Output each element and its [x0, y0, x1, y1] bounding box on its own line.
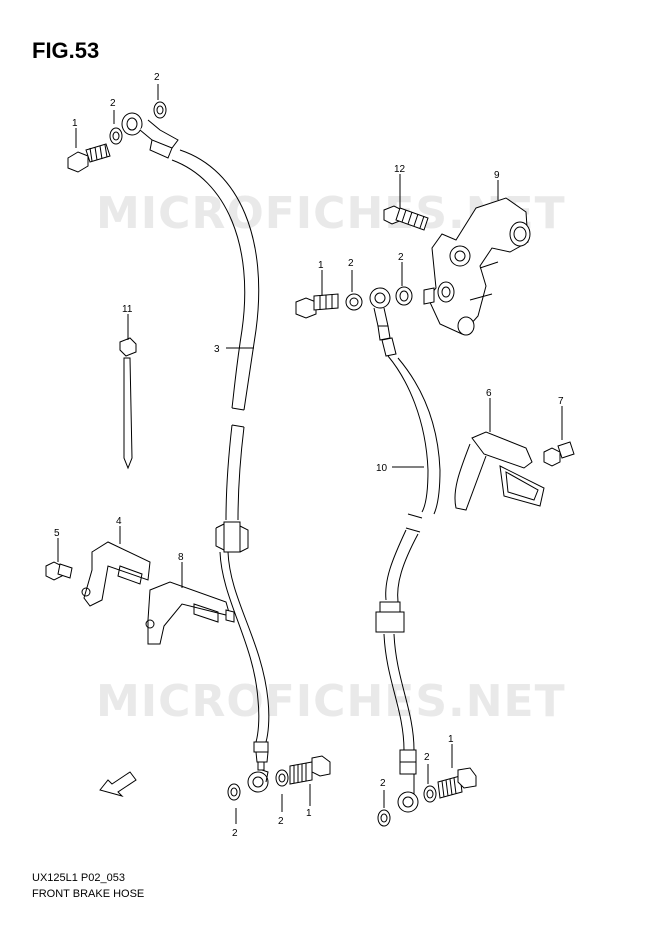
callout-2: 2 [348, 258, 354, 269]
washer-lower-right-1[interactable] [377, 809, 391, 827]
callout-3: 3 [214, 344, 220, 355]
callout-2: 2 [154, 72, 160, 83]
cable-tie-11[interactable] [119, 337, 137, 470]
banjo-bolt-middle[interactable] [295, 293, 339, 319]
banjo-bolt-top[interactable] [67, 143, 111, 173]
banjo-fitting-upper [121, 112, 179, 159]
bolt-5[interactable] [45, 561, 73, 581]
bolt-7[interactable] [543, 441, 575, 467]
callout-1: 1 [448, 734, 454, 745]
bracket-8[interactable] [145, 581, 235, 645]
watermark-bottom: MICROFICHES.NET [96, 676, 566, 727]
washer-middle-1[interactable] [345, 293, 363, 311]
banjo-fitting-lower-left [247, 769, 269, 793]
callout-9: 9 [494, 170, 500, 181]
callout-12: 12 [394, 164, 406, 175]
callout-8: 8 [178, 552, 184, 563]
callout-6: 6 [486, 388, 492, 399]
figure-name: FRONT BRAKE HOSE [32, 888, 145, 900]
callout-4: 4 [116, 516, 122, 527]
banjo-bolt-lower-left[interactable] [289, 755, 331, 785]
figure-code: UX125L1 P02_053 [32, 872, 125, 884]
callout-2: 2 [380, 778, 386, 789]
bolt-12[interactable] [383, 205, 429, 231]
callout-11: 11 [122, 304, 133, 315]
fwd-arrow-icon [99, 771, 137, 797]
callout-2: 2 [278, 816, 284, 827]
washer-lower-right-2[interactable] [423, 785, 437, 803]
banjo-fitting-lower-right [397, 773, 419, 813]
callout-labels: 1 2 2 12 9 1 2 2 11 3 6 7 10 5 4 8 2 2 1… [54, 72, 564, 839]
washer-top-2[interactable] [153, 101, 167, 119]
callout-2: 2 [424, 752, 430, 763]
washer-middle-2[interactable] [395, 286, 413, 306]
brake-hose-3[interactable] [171, 149, 270, 771]
washer-top-1[interactable] [109, 127, 123, 145]
callout-1: 1 [318, 260, 324, 271]
callout-1: 1 [306, 808, 312, 819]
bracket-4[interactable] [81, 541, 151, 607]
washer-lower-left-2[interactable] [275, 769, 289, 787]
callout-7: 7 [558, 396, 564, 407]
hose-guide-6[interactable] [454, 431, 545, 511]
callout-2: 2 [232, 828, 238, 839]
callout-2: 2 [110, 98, 116, 109]
callout-5: 5 [54, 528, 60, 539]
callout-1: 1 [72, 118, 78, 129]
figure-title: FIG.53 [32, 38, 100, 63]
banjo-bolt-lower-right[interactable] [437, 767, 477, 799]
callout-10: 10 [376, 463, 388, 474]
brake-hose-10[interactable] [369, 287, 441, 775]
three-way-joint-9[interactable] [423, 197, 531, 336]
callout-2: 2 [398, 252, 404, 263]
washer-lower-left-1[interactable] [227, 783, 241, 801]
leader-lines [57, 84, 563, 824]
